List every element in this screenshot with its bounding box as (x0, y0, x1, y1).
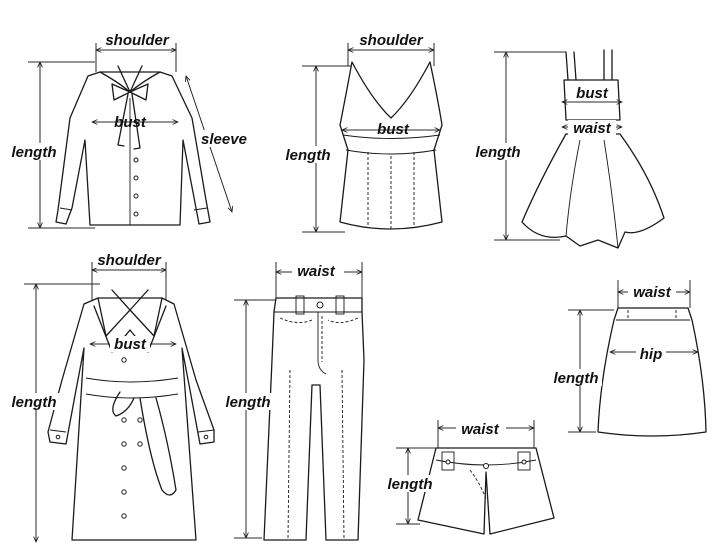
tank-top-shoulder-label: shoulder (359, 32, 424, 49)
skirt-length-label: length (554, 370, 599, 387)
trousers-waist-label: waist (297, 263, 336, 280)
shorts-labels: waist length (384, 420, 506, 493)
shorts-drawing (417, 447, 555, 535)
shirt-length-label: length (12, 144, 57, 161)
dress-drawing (521, 49, 665, 249)
skirt-waist-label: waist (633, 284, 672, 301)
shorts-length-label: length (388, 476, 433, 493)
tank-top-bust-label: bust (377, 121, 410, 138)
skirt-drawing (597, 307, 707, 437)
tank-top-measure-lines (302, 43, 440, 232)
skirt-measure-lines (568, 280, 698, 432)
coat-length-label: length (12, 394, 57, 411)
trench-coat-measure-lines (24, 262, 176, 542)
shirt-sleeve-label: sleeve (201, 131, 247, 148)
trousers-length-label: length (226, 394, 271, 411)
dress-labels: bust waist length (472, 85, 616, 161)
trench-coat-drawing (47, 289, 215, 541)
shirt-bust-label: bust (114, 114, 147, 131)
shirt-shoulder-label: shoulder (105, 32, 170, 49)
skirt-labels: waist hip length (550, 283, 676, 387)
shirt-drawing (55, 65, 211, 226)
dress-length-label: length (476, 144, 521, 161)
skirt-hip-label: hip (640, 346, 663, 363)
coat-bust-label: bust (114, 336, 147, 353)
dress-waist-label: waist (573, 120, 612, 137)
tank-top-drawing (339, 61, 443, 230)
trousers-labels: waist length (222, 262, 344, 411)
trench-coat-labels: shoulder bust length (8, 251, 164, 411)
shirt-labels: shoulder bust sleeve length (8, 31, 250, 161)
dress-bust-label: bust (576, 85, 609, 102)
shorts-waist-label: waist (461, 421, 500, 438)
coat-shoulder-label: shoulder (97, 252, 162, 269)
trousers-measure-lines (234, 262, 362, 538)
tank-top-labels: shoulder bust length (283, 31, 426, 164)
trousers-drawing (263, 295, 365, 541)
tank-top-length-label: length (286, 147, 331, 164)
